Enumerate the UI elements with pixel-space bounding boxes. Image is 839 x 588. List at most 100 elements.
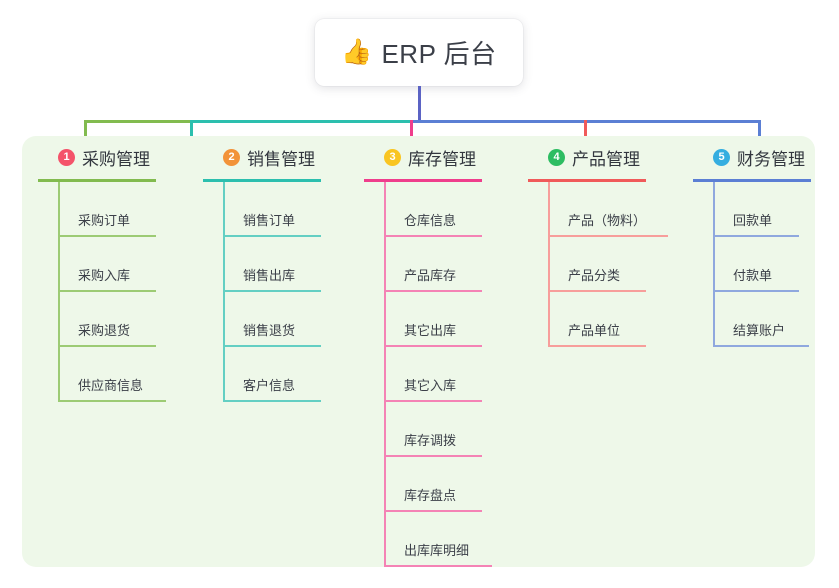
category-items: 产品（物料） 产品分类产品单位 [528,182,678,347]
category-items: 销售订单销售出库销售退货客户信息 [203,182,353,402]
leaf-item[interactable]: 出库库明细 [384,512,514,567]
leaf-item[interactable]: 销售订单 [223,182,353,237]
leaf-item-label: 库存调拨 [404,433,457,448]
leaf-item-label: 仓库信息 [404,213,457,228]
category-title: 财务管理 [737,149,805,169]
category-underline [364,179,482,182]
leaf-item[interactable]: 回款单 [713,182,823,237]
category-spine [713,182,715,347]
category-title: 采购管理 [82,149,150,169]
category-underline [203,179,321,182]
category-column-3: 3 库存管理仓库信息产品库存其它出库其它入库库存调拨库存盘点出库库明细 [364,144,514,567]
leaf-item-underline [223,345,321,347]
leaf-item-underline [58,235,156,237]
category-number-badge: 4 [548,148,565,166]
leaf-item[interactable]: 销售退货 [223,292,353,347]
leaf-item-label: 结算账户 [733,323,786,338]
leaf-item-underline [58,290,156,292]
category-title: 产品管理 [572,149,640,169]
leaf-item[interactable]: 其它出库 [384,292,514,347]
bus-green [84,120,192,123]
leaf-item-label: 销售出库 [243,268,296,283]
leaf-item[interactable]: 库存调拨 [384,402,514,457]
category-spine [384,182,386,567]
category-title: 库存管理 [408,149,476,169]
leaf-item[interactable]: 采购入库 [58,237,188,292]
leaf-item[interactable]: 采购订单 [58,182,188,237]
category-underline [693,179,811,182]
leaf-item-label: 销售退货 [243,323,296,338]
leaf-item[interactable]: 客户信息 [223,347,353,402]
leaf-item-label: 采购订单 [78,213,131,228]
bus-teal [190,120,412,123]
leaf-item-label: 出库库明细 [404,543,470,558]
leaf-item[interactable]: 仓库信息 [384,182,514,237]
leaf-item-label: 其它出库 [404,323,457,338]
leaf-item-label: 客户信息 [243,378,296,393]
root-drop-connector [418,86,421,122]
category-number-badge: 5 [713,148,730,166]
leaf-item-underline [384,510,482,512]
mindmap-panel [22,136,815,567]
leaf-item-underline [713,345,809,347]
drop-col-2 [190,120,193,144]
drop-col-3 [410,120,413,144]
leaf-item-underline [548,345,646,347]
category-header-3[interactable]: 3 库存管理 [364,144,514,170]
leaf-item-underline [58,345,156,347]
root-node-title: ERP 后台 [381,39,497,69]
leaf-item[interactable]: 产品分类 [548,237,678,292]
category-number-badge: 1 [58,148,75,166]
category-column-4: 4 产品管理产品（物料） 产品分类产品单位 [528,144,678,347]
category-spine [548,182,550,347]
category-items: 仓库信息产品库存其它出库其它入库库存调拨库存盘点出库库明细 [364,182,514,567]
leaf-item-label: 供应商信息 [78,378,144,393]
category-spine [223,182,225,402]
category-header-1[interactable]: 1 采购管理 [38,144,188,170]
category-number-badge: 3 [384,148,401,166]
leaf-item-label: 产品（物料） [568,213,647,228]
leaf-item-label: 产品单位 [568,323,621,338]
leaf-item-label: 销售订单 [243,213,296,228]
category-items: 采购订单采购入库采购退货供应商信息 [38,182,188,402]
leaf-item-underline [384,290,482,292]
leaf-item-underline [384,235,482,237]
category-header-4[interactable]: 4 产品管理 [528,144,678,170]
leaf-item[interactable]: 供应商信息 [58,347,188,402]
leaf-item-underline [713,290,799,292]
category-column-1: 1 采购管理采购订单采购入库采购退货供应商信息 [38,144,188,402]
leaf-item-label: 库存盘点 [404,488,457,503]
leaf-item-underline [223,290,321,292]
leaf-item-label: 产品分类 [568,268,621,283]
leaf-item-underline [384,455,482,457]
category-header-5[interactable]: 5 财务管理 [693,144,823,170]
leaf-item-label: 其它入库 [404,378,457,393]
category-title: 销售管理 [247,149,315,169]
root-node-card[interactable]: 👍 ERP 后台 [315,19,523,86]
leaf-item[interactable]: 销售出库 [223,237,353,292]
category-items: 回款单付款单结算账户 [693,182,823,347]
thumbs-up-icon: 👍 [341,38,373,66]
leaf-item[interactable]: 其它入库 [384,347,514,402]
leaf-item[interactable]: 产品单位 [548,292,678,347]
leaf-item-label: 产品库存 [404,268,457,283]
leaf-item[interactable]: 采购退货 [58,292,188,347]
category-number-badge: 2 [223,148,240,166]
leaf-item[interactable]: 库存盘点 [384,457,514,512]
leaf-item[interactable]: 结算账户 [713,292,823,347]
leaf-item[interactable]: 付款单 [713,237,823,292]
leaf-item-underline [548,290,646,292]
leaf-item-underline [384,565,492,567]
leaf-item-label: 采购退货 [78,323,131,338]
leaf-item-label: 回款单 [733,213,773,228]
leaf-item-underline [384,345,482,347]
leaf-item-underline [548,235,668,237]
leaf-item[interactable]: 产品（物料） [548,182,678,237]
category-column-2: 2 销售管理销售订单销售出库销售退货客户信息 [203,144,353,402]
leaf-item-underline [58,400,166,402]
leaf-item-underline [713,235,799,237]
leaf-item-underline [223,400,321,402]
category-header-2[interactable]: 2 销售管理 [203,144,353,170]
leaf-item[interactable]: 产品库存 [384,237,514,292]
leaf-item-label: 付款单 [733,268,773,283]
